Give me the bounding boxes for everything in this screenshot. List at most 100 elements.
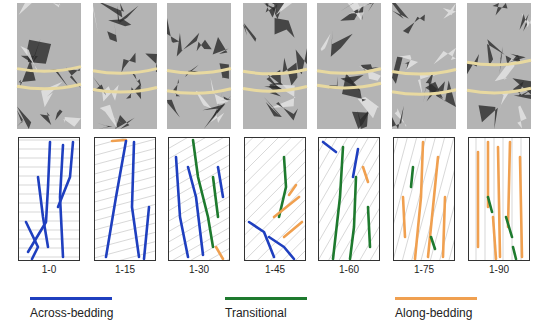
fracture-sketch [468, 137, 530, 261]
bedding-line [168, 137, 230, 261]
sketch-panel: 1-60 [318, 137, 380, 275]
rock-fragment [395, 108, 407, 127]
fracture-line [363, 167, 368, 182]
specimen-photo [17, 3, 81, 129]
bedding-line [346, 137, 380, 261]
tape-band [243, 69, 307, 74]
bedding-line [393, 137, 419, 261]
bedding-line [18, 239, 80, 240]
bedding-line [168, 141, 230, 261]
fracture-line [498, 147, 500, 257]
rock-fragment [392, 106, 404, 129]
photo-ground [392, 3, 456, 129]
bedding-line [244, 137, 306, 261]
specimen-label: 1-15 [94, 264, 156, 275]
bedding-line [244, 137, 306, 261]
fracture-line [274, 197, 299, 217]
fracture-line [350, 177, 356, 259]
bedding-line [94, 195, 156, 261]
bedding-line [18, 203, 80, 204]
bedding-line [318, 137, 380, 261]
tape-band [317, 83, 381, 88]
fracture-line [132, 142, 139, 257]
fracture-line [411, 167, 413, 187]
bedding-line [244, 143, 306, 261]
bedding-line [94, 160, 156, 261]
rock-fragment [177, 33, 200, 57]
fracture-line [269, 237, 294, 259]
bedding-line [318, 137, 380, 261]
bedding-line [244, 137, 306, 261]
bedding-line [318, 137, 380, 261]
bedding-line [318, 137, 380, 261]
bedding-line [168, 137, 230, 261]
fracture-sketch [393, 137, 455, 261]
rock-fragment [479, 105, 498, 129]
sketch-panel: 1-30 [168, 137, 230, 275]
bedding-line [393, 137, 454, 261]
bedding-line [318, 137, 380, 261]
specimen-photo [167, 3, 231, 129]
fracture-line [284, 222, 302, 237]
fracture-line [520, 157, 522, 257]
rock-fragment [97, 123, 113, 129]
tape-band [167, 89, 231, 94]
bedding-line [168, 137, 230, 256]
rock-fragment [63, 117, 81, 127]
bedding-line [94, 203, 156, 261]
fracture-line [58, 142, 73, 207]
bedding-line [168, 157, 230, 261]
tape-band [392, 90, 456, 95]
rock-fragment [55, 109, 62, 120]
rock-fragment [519, 14, 528, 32]
rock-fragment [212, 89, 231, 118]
sketch-panel: 1-45 [244, 137, 306, 275]
rock-fragment [264, 97, 282, 117]
fracture-line [176, 157, 188, 257]
bedding-line [503, 137, 504, 261]
bedding-line [393, 137, 455, 261]
fracture-line [488, 197, 492, 212]
bedding-line [168, 137, 230, 261]
panel-border [394, 138, 455, 261]
rock-fragment [517, 106, 526, 129]
bedding-line [94, 177, 156, 261]
sketch-panel: 1-15 [94, 137, 156, 275]
legend-item: Across-bedding [30, 297, 113, 320]
bedding-line [244, 137, 306, 261]
rock-fragment [167, 18, 179, 43]
bedding-line [393, 137, 455, 261]
rock-fragment [17, 106, 31, 129]
bedding-line [393, 137, 410, 261]
specimen-label: 1-30 [168, 264, 230, 275]
bedding-line [244, 137, 306, 261]
bedding-line [428, 137, 455, 261]
fracture-line [403, 197, 405, 237]
fracture-line [513, 247, 516, 259]
specimen-label: 1-90 [468, 264, 530, 275]
fracture-line [216, 247, 223, 259]
fracture-line [415, 142, 423, 259]
bedding-line [244, 137, 306, 261]
bedding-line [168, 137, 230, 261]
panel-border [319, 138, 380, 261]
bedding-line [362, 137, 380, 261]
bedding-line [420, 137, 455, 261]
bedding-line [244, 137, 306, 261]
specimen-label: 1-45 [244, 264, 306, 275]
bedding-line [318, 137, 380, 261]
legend-text: Across-bedding [30, 306, 113, 320]
bedding-line [244, 137, 306, 261]
bedding-line [437, 137, 455, 261]
photo-ground [93, 3, 157, 129]
photo-ground [167, 3, 231, 129]
fracture-line [443, 197, 445, 257]
rock-fragment [167, 100, 180, 118]
legend-swatch [395, 297, 477, 300]
bedding-line [323, 137, 380, 261]
panel-border [95, 138, 156, 261]
specimen-photo [392, 3, 456, 129]
bedding-line [393, 137, 455, 261]
fracture-line [353, 149, 358, 177]
legend-text: Transitional [225, 306, 307, 320]
